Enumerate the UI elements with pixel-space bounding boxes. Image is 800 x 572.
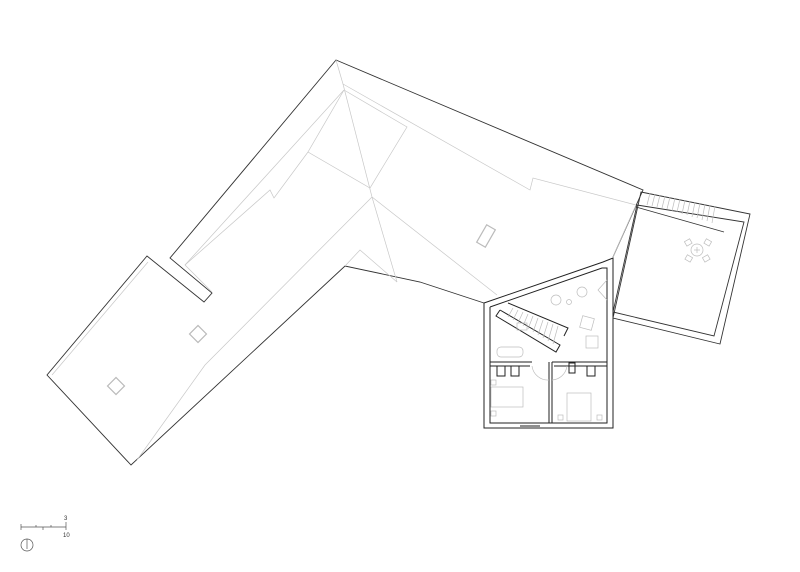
- armchair: [579, 315, 595, 331]
- scale-label-3: 3: [64, 516, 68, 522]
- skylight: [475, 224, 497, 248]
- north-arrow-icon: [20, 538, 34, 552]
- house-plan: [483, 257, 614, 429]
- terrace-table-set: [683, 238, 713, 263]
- sink: [516, 322, 528, 331]
- scale-bar: 3 10: [20, 516, 70, 539]
- staircase: [495, 302, 569, 353]
- skylight: [106, 376, 126, 396]
- bed-right: [566, 392, 592, 422]
- terrace: [612, 191, 751, 345]
- bathtub: [496, 346, 524, 358]
- chair: [550, 294, 562, 306]
- roof-outline: [46, 59, 644, 466]
- scale-label-10: 10: [63, 533, 70, 539]
- roof-lines: [51, 59, 637, 461]
- bed-left: [490, 386, 524, 408]
- skylight: [188, 324, 208, 344]
- skylights: [106, 224, 497, 396]
- chair: [576, 286, 588, 298]
- side-table: [585, 335, 599, 349]
- table: [566, 299, 572, 305]
